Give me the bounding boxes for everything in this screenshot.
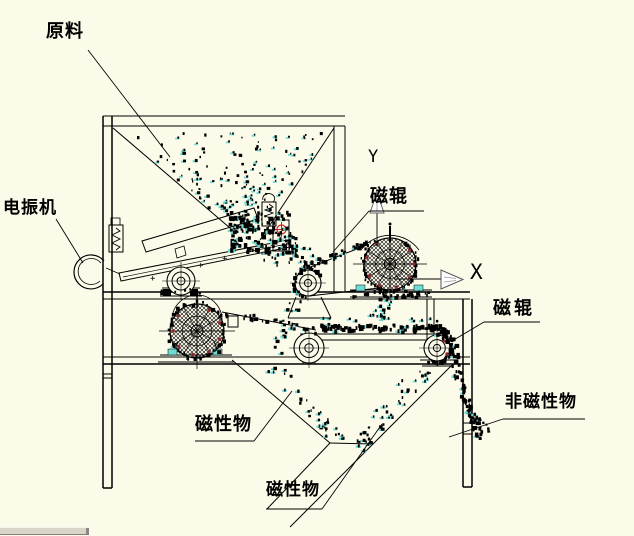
label-magnetic-material-bottom: 磁性物 [266, 480, 320, 499]
magnetic-roller-lower [159, 293, 235, 369]
label-magnetic-material-left: 磁性物 [195, 414, 252, 434]
label-magnetic-roller-upper: 磁辊 [370, 186, 408, 206]
scrollbar-thumb[interactable] [86, 528, 89, 534]
label-vibrator: 电振机 [3, 198, 57, 217]
label-raw-material: 原料 [46, 21, 84, 41]
label-non-magnetic-material: 非磁性物 [505, 392, 577, 411]
svg-text:+: + [222, 254, 228, 264]
vibrating-feeder: ++++++ [73, 193, 294, 290]
horizontal-scrollbar[interactable] [0, 527, 89, 535]
particle-streams [160, 210, 491, 453]
svg-text:+: + [198, 261, 204, 271]
coordinate-axes [369, 190, 465, 290]
collection-chute [231, 359, 453, 528]
lower-conveyor [158, 311, 456, 368]
svg-text:+: + [150, 274, 156, 284]
label-magnetic-roller-right: 磁辊 [493, 298, 535, 318]
label-axis-x: X [470, 260, 483, 284]
magnetic-roller-right [419, 330, 455, 366]
machine-frame [102, 115, 473, 489]
magnetic-roller-upper [353, 222, 427, 301]
label-axis-y: Y [368, 147, 379, 167]
leader-lines [55, 49, 585, 510]
